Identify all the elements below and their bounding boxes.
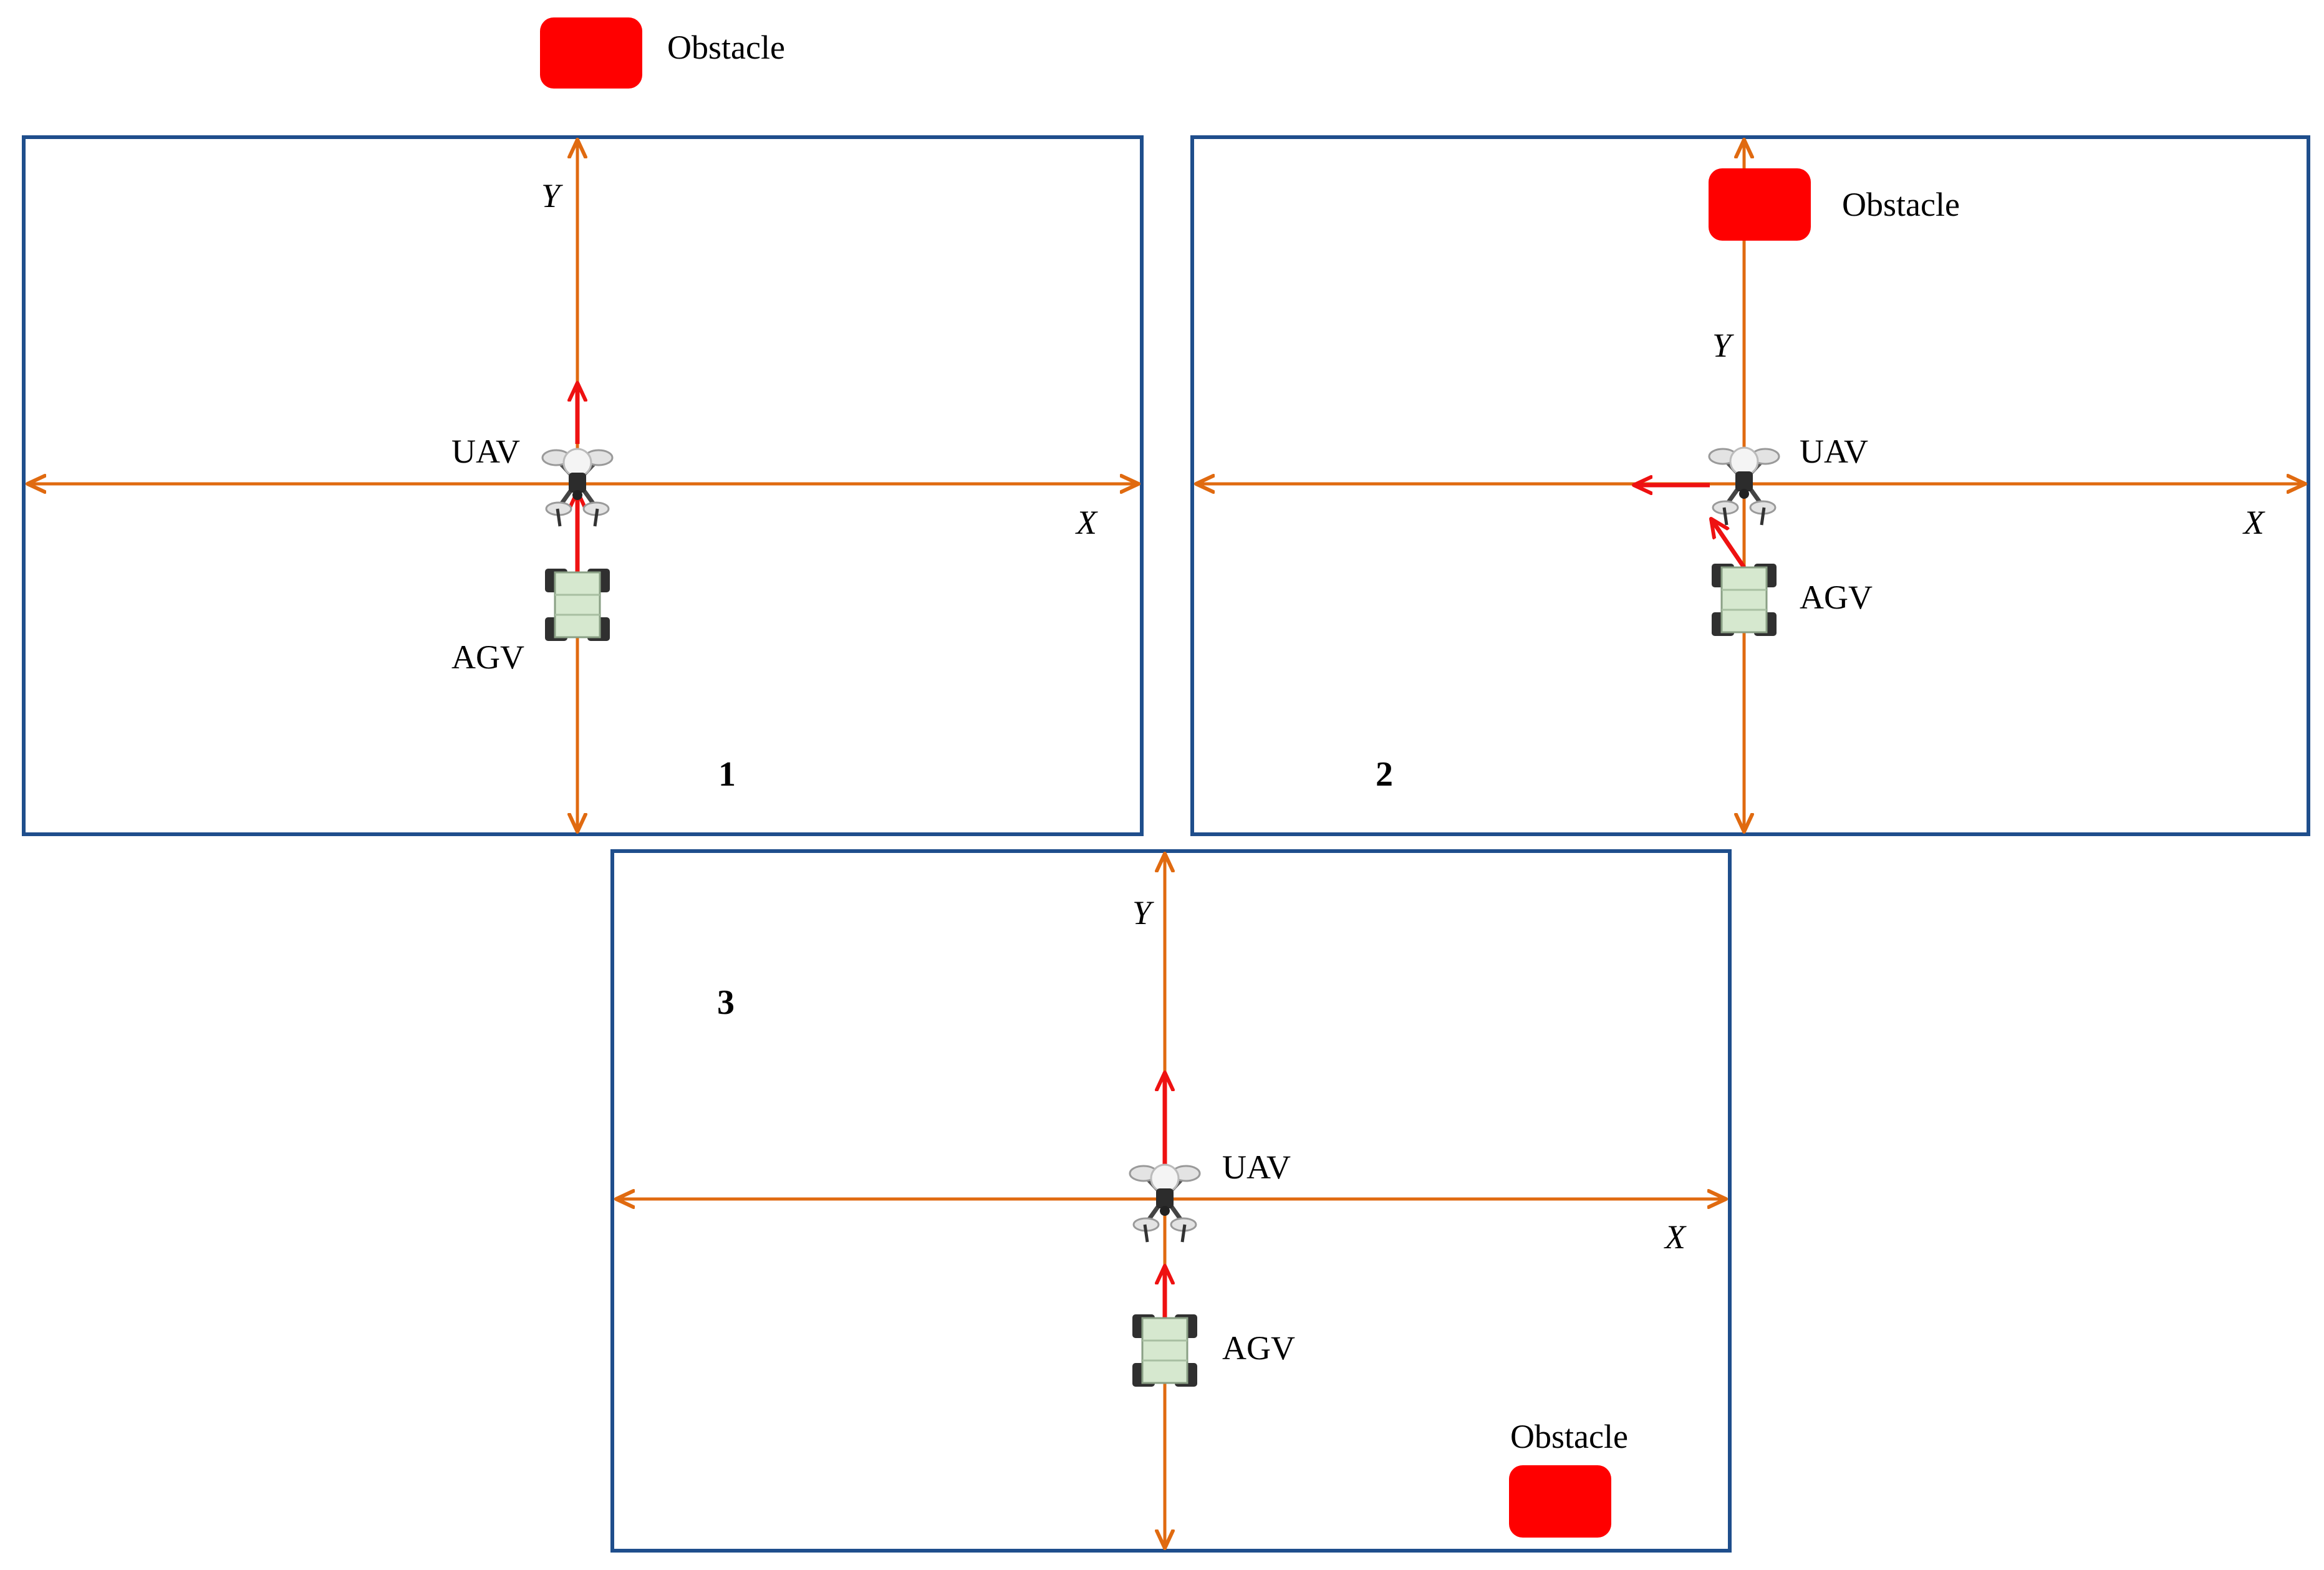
panel-3-obstacle-label: Obstacle — [1510, 1418, 1628, 1455]
panel-3-obstacle — [1509, 1465, 1611, 1538]
panel-1-frame — [22, 135, 1144, 836]
panel-1-agv-label: AGV — [451, 638, 524, 676]
panel-3-agv-label: AGV — [1222, 1329, 1295, 1367]
panel-1-y-label: Y — [541, 177, 563, 214]
panel-3-uav-label: UAV — [1222, 1149, 1291, 1186]
panel-3-y-label: Y — [1132, 894, 1154, 932]
panel-3-frame — [610, 849, 1732, 1553]
panel-3-x-label: X — [1664, 1218, 1687, 1256]
panel-2-frame — [1190, 135, 2310, 836]
panel-2-path-agv-diagonal — [1711, 519, 1746, 569]
panel-3: UAV AGV Obstacle X Y 3 — [610, 849, 1732, 1553]
panel-2-obstacle-label: Obstacle — [1842, 186, 1960, 223]
legend: Obstacle — [540, 17, 785, 89]
panel-2-x-label: X — [2242, 504, 2265, 541]
panel-2: UAV AGV Obstacle X Y 2 — [1190, 135, 2310, 836]
panel-2-uav-label: UAV — [1800, 433, 1868, 470]
panel-1-x-label: X — [1075, 504, 1098, 541]
panel-2-obstacle — [1709, 168, 1811, 241]
panel-2-agv-label: AGV — [1800, 579, 1873, 616]
panel-3-number: 3 — [717, 983, 735, 1022]
panel-2-y-label: Y — [1712, 327, 1734, 364]
panel-1: UAV AGV X Y 1 — [22, 135, 1144, 836]
legend-obstacle-label: Obstacle — [667, 29, 785, 66]
panel-1-number: 1 — [718, 755, 736, 794]
legend-obstacle-swatch — [540, 17, 642, 89]
panel-2-number: 2 — [1376, 755, 1393, 794]
panel-1-uav-label: UAV — [451, 433, 520, 470]
